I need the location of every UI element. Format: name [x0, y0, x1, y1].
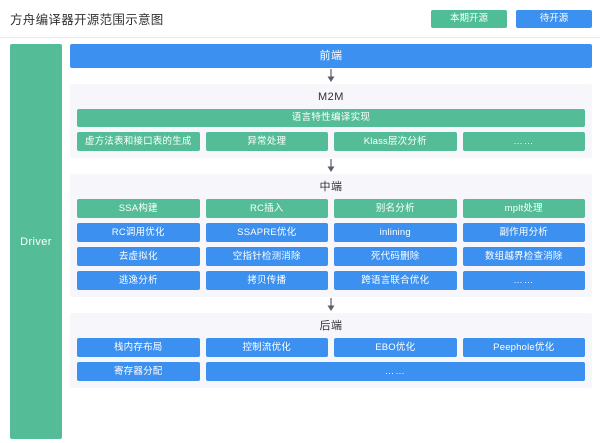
- m2m-item-1[interactable]: 异常处理: [205, 132, 328, 151]
- middle-item-11[interactable]: 数组越界检查消除: [462, 247, 585, 266]
- backend-grid: 栈内存布局 控制流优化 EBO优化 Peephole优化 寄存器分配 ……: [77, 338, 585, 381]
- m2m-panel: M2M 语言特性编译实现 虚方法表和接口表的生成 异常处理 Klass层次分析 …: [70, 84, 592, 158]
- arrow-m2m-to-middle: [70, 158, 592, 174]
- m2m-title: M2M: [318, 91, 344, 103]
- middle-item-9[interactable]: 空指针检测消除: [205, 247, 328, 266]
- middle-item-8[interactable]: 去虚拟化: [77, 247, 200, 266]
- driver-column[interactable]: Driver: [10, 44, 62, 439]
- backend-item-5[interactable]: ……: [205, 362, 585, 381]
- middle-item-7[interactable]: 副作用分析: [462, 223, 585, 242]
- frontend-banner[interactable]: 前端: [70, 44, 592, 68]
- middle-end-grid: SSA构建 RC插入 别名分析 mplt处理 RC调用优化 SSAPRE优化 i…: [77, 199, 585, 290]
- page-header: 方舟编译器开源范围示意图 本期开源 待开源: [0, 0, 600, 38]
- middle-item-1[interactable]: RC插入: [205, 199, 328, 218]
- backend-title: 后端: [319, 320, 343, 332]
- m2m-full-bar-label: 语言特性编译实现: [291, 112, 371, 123]
- backend-panel: 后端 栈内存布局 控制流优化 EBO优化 Peephole优化 寄存器分配 ……: [70, 313, 592, 388]
- middle-item-10[interactable]: 死代码删除: [334, 247, 457, 266]
- stages-column: 前端 M2M 语言特性编译实现 虚方法表和接口表的生成 异常处理 Klass层次…: [70, 44, 592, 439]
- arrow-frontend-to-m2m: [70, 68, 592, 84]
- middle-item-15[interactable]: ……: [462, 271, 585, 290]
- m2m-item-3[interactable]: ……: [462, 132, 585, 151]
- backend-item-3[interactable]: Peephole优化: [462, 338, 585, 357]
- middle-item-14[interactable]: 跨语言联合优化: [334, 271, 457, 290]
- middle-item-6[interactable]: inlining: [334, 223, 457, 242]
- middle-item-0[interactable]: SSA构建: [77, 199, 200, 218]
- backend-item-4[interactable]: 寄存器分配: [77, 362, 200, 381]
- diagram-body: Driver 前端 M2M 语言特性编译实现 虚方法表和接口表的生成 异常处理 …: [0, 38, 600, 443]
- m2m-item-2[interactable]: Klass层次分析: [334, 132, 457, 151]
- middle-end-title: 中端: [319, 181, 343, 193]
- m2m-grid: 虚方法表和接口表的生成 异常处理 Klass层次分析 ……: [77, 132, 585, 151]
- middle-item-5[interactable]: SSAPRE优化: [205, 223, 328, 242]
- middle-item-13[interactable]: 拷贝传播: [205, 271, 328, 290]
- middle-item-4[interactable]: RC调用优化: [77, 223, 200, 242]
- frontend-label: 前端: [319, 50, 343, 62]
- page-title: 方舟编译器开源范围示意图: [10, 13, 164, 27]
- m2m-item-0[interactable]: 虚方法表和接口表的生成: [77, 132, 200, 151]
- legend-pending-open-source[interactable]: 待开源: [516, 9, 592, 28]
- middle-end-panel: 中端 SSA构建 RC插入 别名分析 mplt处理 RC调用优化 SSAPRE优…: [70, 174, 592, 297]
- m2m-full-bar[interactable]: 语言特性编译实现: [77, 109, 585, 127]
- backend-item-1[interactable]: 控制流优化: [205, 338, 328, 357]
- legend-current-open-source[interactable]: 本期开源: [431, 9, 507, 28]
- middle-item-2[interactable]: 别名分析: [334, 199, 457, 218]
- driver-label: Driver: [20, 235, 52, 248]
- backend-item-2[interactable]: EBO优化: [334, 338, 457, 357]
- middle-item-3[interactable]: mplt处理: [462, 199, 585, 218]
- middle-item-12[interactable]: 逃逸分析: [77, 271, 200, 290]
- arrow-middle-to-backend: [70, 297, 592, 313]
- legend-group: 本期开源 待开源: [431, 9, 592, 28]
- backend-item-0[interactable]: 栈内存布局: [77, 338, 200, 357]
